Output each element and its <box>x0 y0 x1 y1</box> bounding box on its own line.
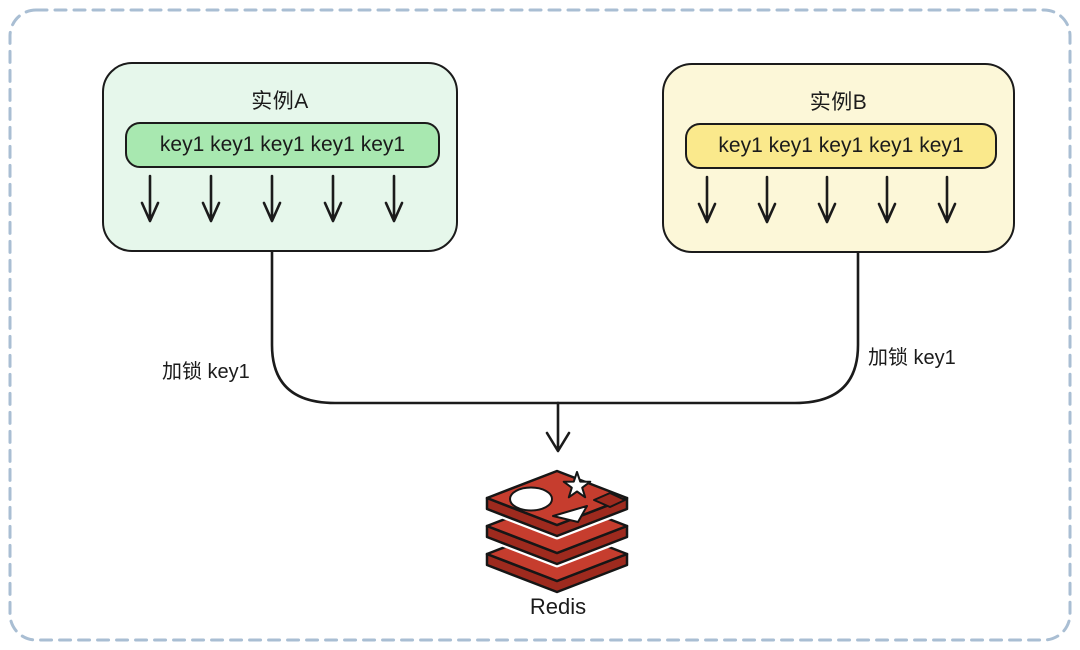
redis-star-shape <box>562 471 592 499</box>
down-arrow-icon <box>140 174 160 223</box>
instance-a-arrow-row <box>139 174 405 226</box>
down-arrow-icon <box>757 175 777 224</box>
instance-a-title: 实例A <box>251 90 309 113</box>
center-down-arrow-icon <box>545 401 571 453</box>
instance-b-key-box: key1 key1 key1 key1 key1 <box>685 123 997 169</box>
redis-logo-icon <box>483 467 631 595</box>
down-arrow-icon <box>697 175 717 224</box>
down-arrow-icon <box>323 174 343 223</box>
connector-instance-b <box>556 251 860 405</box>
instance-b-arrow-row <box>696 175 958 227</box>
down-arrow-icon <box>877 175 897 224</box>
redis-square-shape <box>593 492 626 508</box>
instance-a-keys-label: key1 key1 key1 key1 key1 <box>159 133 406 156</box>
down-arrow-icon <box>384 174 404 223</box>
redis-ellipse-shape <box>509 486 553 512</box>
lock-label-right: 加锁 key1 <box>868 347 956 369</box>
down-arrow-icon <box>262 174 282 223</box>
instance-a-key-box: key1 key1 key1 key1 key1 <box>125 122 440 168</box>
instance-b-keys-label: key1 key1 key1 key1 key1 <box>718 134 964 157</box>
instance-a-box: 实例A key1 key1 key1 key1 key1 <box>102 62 458 252</box>
down-arrow-icon <box>201 174 221 223</box>
redis-label: Redis <box>529 594 587 619</box>
connector-instance-a <box>270 250 560 405</box>
down-arrow-icon <box>937 175 957 224</box>
lock-label-left: 加锁 key1 <box>162 361 250 383</box>
redis-triangle-shape <box>552 505 588 523</box>
down-arrow-icon <box>817 175 837 224</box>
instance-b-title: 实例B <box>809 91 868 114</box>
instance-b-box: 实例B key1 key1 key1 key1 key1 <box>662 63 1015 253</box>
